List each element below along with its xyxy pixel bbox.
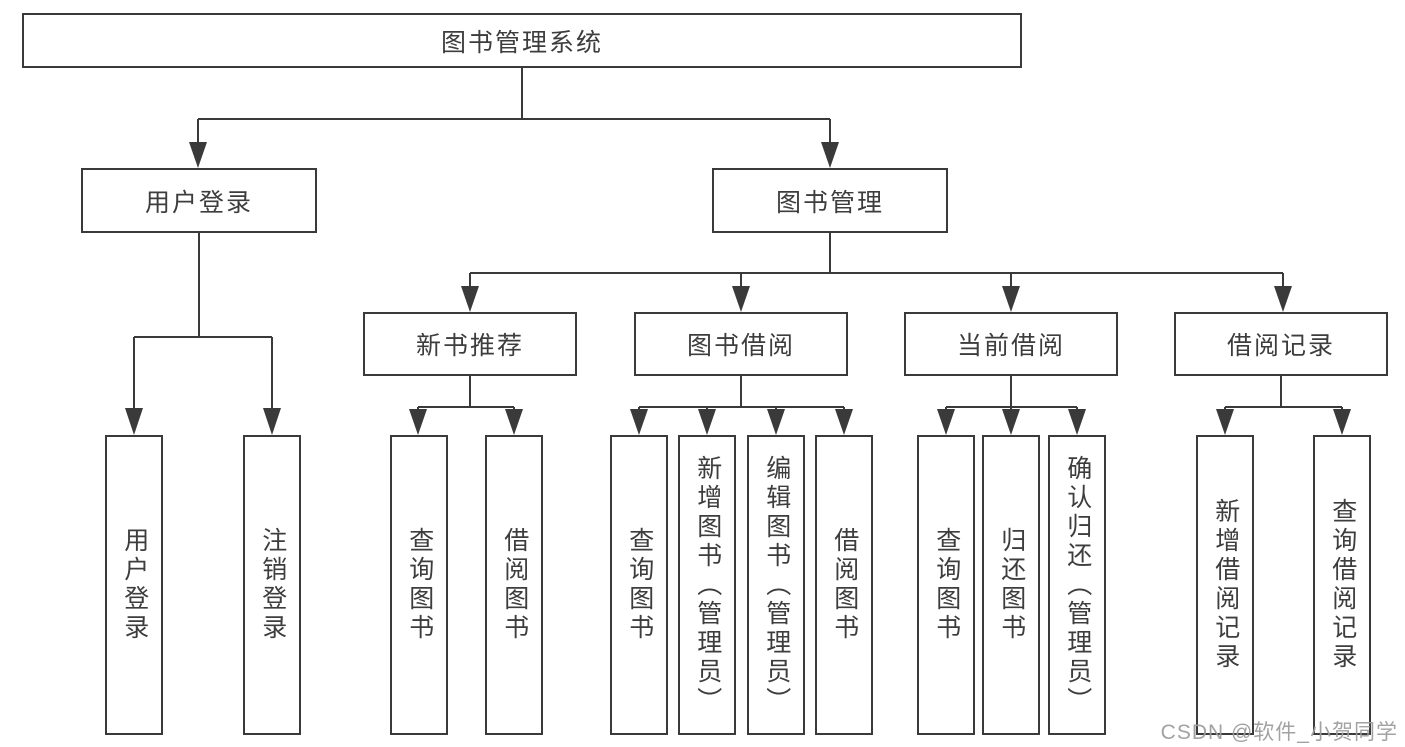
leaf-borrow-books: 借阅图书: [485, 435, 543, 735]
node-new-book-recommend: 新书推荐: [363, 312, 577, 376]
leaf-add-borrow-record: 新增借阅记录: [1196, 435, 1254, 735]
leaf-label: 查询图书: [932, 527, 961, 643]
arrowheads: [125, 142, 1351, 435]
leaf-query-books: 查询图书: [917, 435, 975, 735]
node-borrow-records: 借阅记录: [1174, 312, 1388, 376]
leaf-label: 用户登录: [120, 527, 149, 643]
leaf-edit-book-admin: 编辑图书（管理员）: [747, 435, 805, 735]
leaf-label: 查询借阅记录: [1328, 498, 1357, 672]
leaf-query-borrow-record: 查询借阅记录: [1313, 435, 1371, 735]
csdn-watermark: CSDN @软件_小贺同学: [1160, 721, 1398, 744]
leaf-label: 查询图书: [405, 527, 434, 643]
leaf-label: 归还图书: [997, 527, 1026, 643]
leaf-label: 新增借阅记录: [1211, 498, 1240, 672]
node-user-login: 用户登录: [81, 168, 317, 233]
leaf-label: 编辑图书（管理员）: [762, 454, 791, 716]
leaf-label: 借阅图书: [830, 527, 859, 643]
leaf-label: 注销登录: [258, 527, 287, 643]
node-book-borrow: 图书借阅: [634, 312, 848, 376]
leaf-user-login: 用户登录: [105, 435, 163, 735]
leaf-label: 新增图书（管理员）: [693, 454, 722, 716]
leaf-label: 确认归还（管理员）: [1063, 454, 1092, 716]
node-current-borrow: 当前借阅: [904, 312, 1118, 376]
leaf-borrow-books: 借阅图书: [815, 435, 873, 735]
leaf-label: 借阅图书: [500, 527, 529, 643]
leaf-logout: 注销登录: [243, 435, 301, 735]
leaf-query-books: 查询图书: [390, 435, 448, 735]
leaf-label: 查询图书: [625, 527, 654, 643]
leaf-query-books: 查询图书: [610, 435, 668, 735]
leaf-return-books: 归还图书: [982, 435, 1040, 735]
node-book-management: 图书管理: [712, 168, 948, 233]
leaf-confirm-return-admin: 确认归还（管理员）: [1048, 435, 1106, 735]
node-root-system: 图书管理系统: [22, 13, 1022, 68]
leaf-add-book-admin: 新增图书（管理员）: [678, 435, 736, 735]
